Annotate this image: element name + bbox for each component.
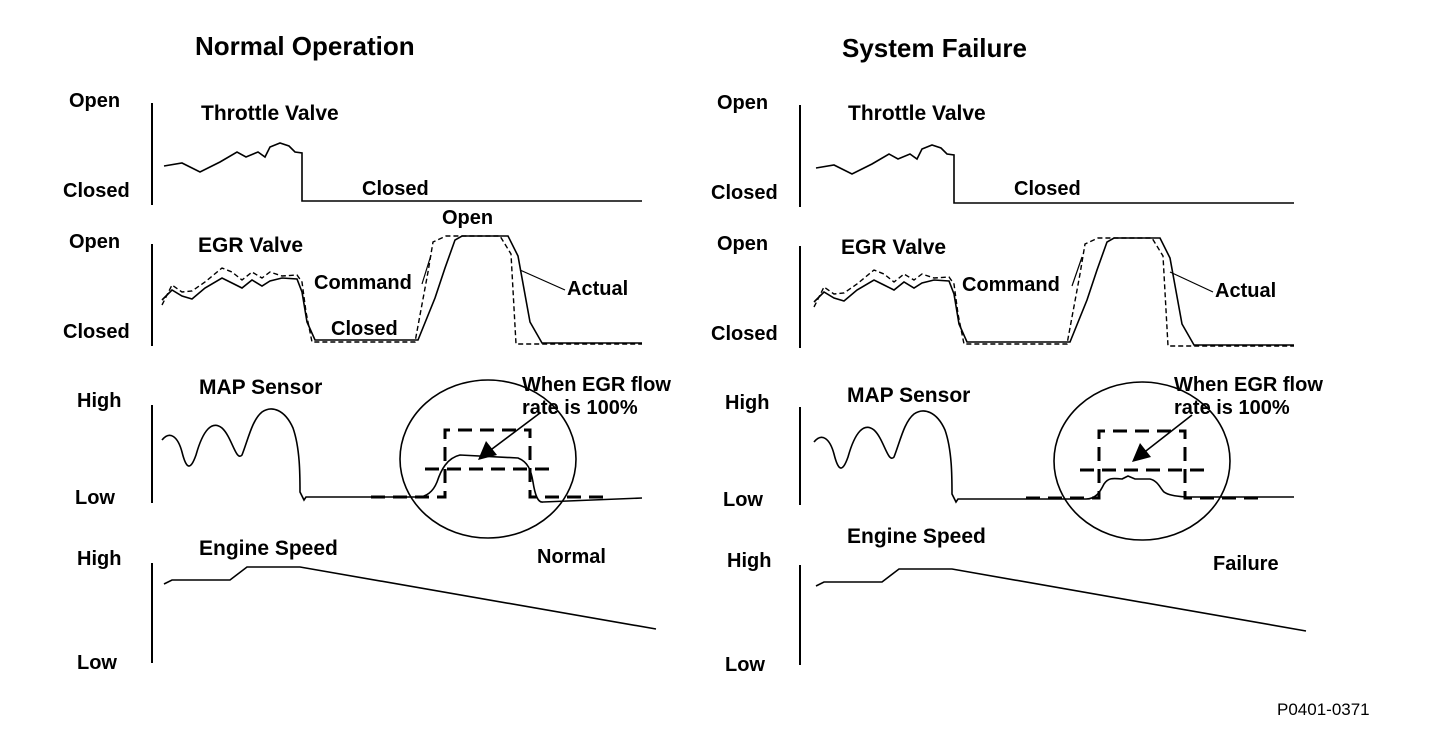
egr-open-annotation: Open <box>442 207 494 229</box>
throttle-trace <box>163 142 642 202</box>
figure-code: P0401-0371 <box>1277 700 1370 719</box>
engine-high-label: High <box>727 550 772 572</box>
map-high-label: High <box>77 390 122 412</box>
egr-closed-label: Closed <box>711 323 778 345</box>
throttle-open-label: Open <box>717 92 769 114</box>
engine-high-label: High <box>77 548 122 570</box>
map-sensor-label: MAP Sensor <box>847 384 971 407</box>
map-trace <box>813 410 1294 504</box>
command-label: Command <box>962 274 1060 296</box>
egr-valve-label: EGR Valve <box>841 236 947 259</box>
egr-flow-note-line2: rate is 100% <box>1174 397 1290 419</box>
egr-flow-note-line2: rate is 100% <box>522 397 638 419</box>
egr-flow-arrow-head <box>1132 443 1151 462</box>
throttle-trace <box>815 144 1294 204</box>
engine-low-label: Low <box>77 652 117 674</box>
throttle-closed-label: Closed <box>63 180 130 202</box>
egr-flow-note-line1: When EGR flow <box>1174 374 1323 396</box>
egr-closed-annotation: Closed <box>331 318 398 340</box>
map-low-label: Low <box>75 487 115 509</box>
normal-label: Normal <box>537 546 606 568</box>
command-leader <box>421 254 432 285</box>
engine-speed-trace <box>815 568 1307 632</box>
egr-closed-label: Closed <box>63 321 130 343</box>
egr-100-pulse-upper <box>371 428 605 499</box>
egr-actual-trace <box>161 235 642 344</box>
engine-low-label: Low <box>725 654 765 676</box>
panel-normal-operation <box>151 103 657 663</box>
egr-open-label: Open <box>717 233 769 255</box>
map-sensor-label: MAP Sensor <box>199 376 323 399</box>
map-low-label: Low <box>723 489 763 511</box>
throttle-closed-annotation: Closed <box>1014 178 1081 200</box>
egr-flow-note-line1: When EGR flow <box>522 374 671 396</box>
egr-actual-trace <box>813 237 1294 346</box>
egr-open-label: Open <box>69 231 121 253</box>
actual-leader <box>1169 271 1214 293</box>
egr-flow-arrow-shaft <box>1141 414 1193 455</box>
engine-speed-label: Engine Speed <box>199 537 338 560</box>
engine-speed-trace <box>163 566 657 630</box>
egr-100-pulse-upper <box>1026 429 1258 500</box>
egr-command-trace <box>813 237 1294 347</box>
throttle-closed-annotation: Closed <box>362 178 429 200</box>
command-label: Command <box>314 272 412 294</box>
map-high-label: High <box>725 392 770 414</box>
actual-label: Actual <box>1215 280 1277 302</box>
system-failure-title: System Failure <box>842 33 1027 63</box>
egr-valve-label: EGR Valve <box>198 234 304 257</box>
throttle-valve-label: Throttle Valve <box>201 102 339 125</box>
throttle-valve-label: Throttle Valve <box>848 102 986 125</box>
actual-label: Actual <box>567 278 629 300</box>
map-trace <box>161 408 643 503</box>
egr-command-trace <box>161 235 642 345</box>
throttle-closed-label: Closed <box>711 182 778 204</box>
normal-operation-title: Normal Operation <box>195 31 415 61</box>
command-leader <box>1071 256 1083 287</box>
engine-speed-label: Engine Speed <box>847 525 986 548</box>
failure-highlight-ellipse <box>1053 381 1231 541</box>
normal-highlight-ellipse <box>399 379 577 539</box>
failure-label: Failure <box>1213 553 1279 575</box>
egr-flow-arrow-head <box>478 441 497 460</box>
panel-system-failure <box>799 105 1307 665</box>
actual-leader <box>519 269 566 291</box>
egr-flow-arrow-shaft <box>487 412 541 453</box>
throttle-open-label: Open <box>69 90 121 112</box>
